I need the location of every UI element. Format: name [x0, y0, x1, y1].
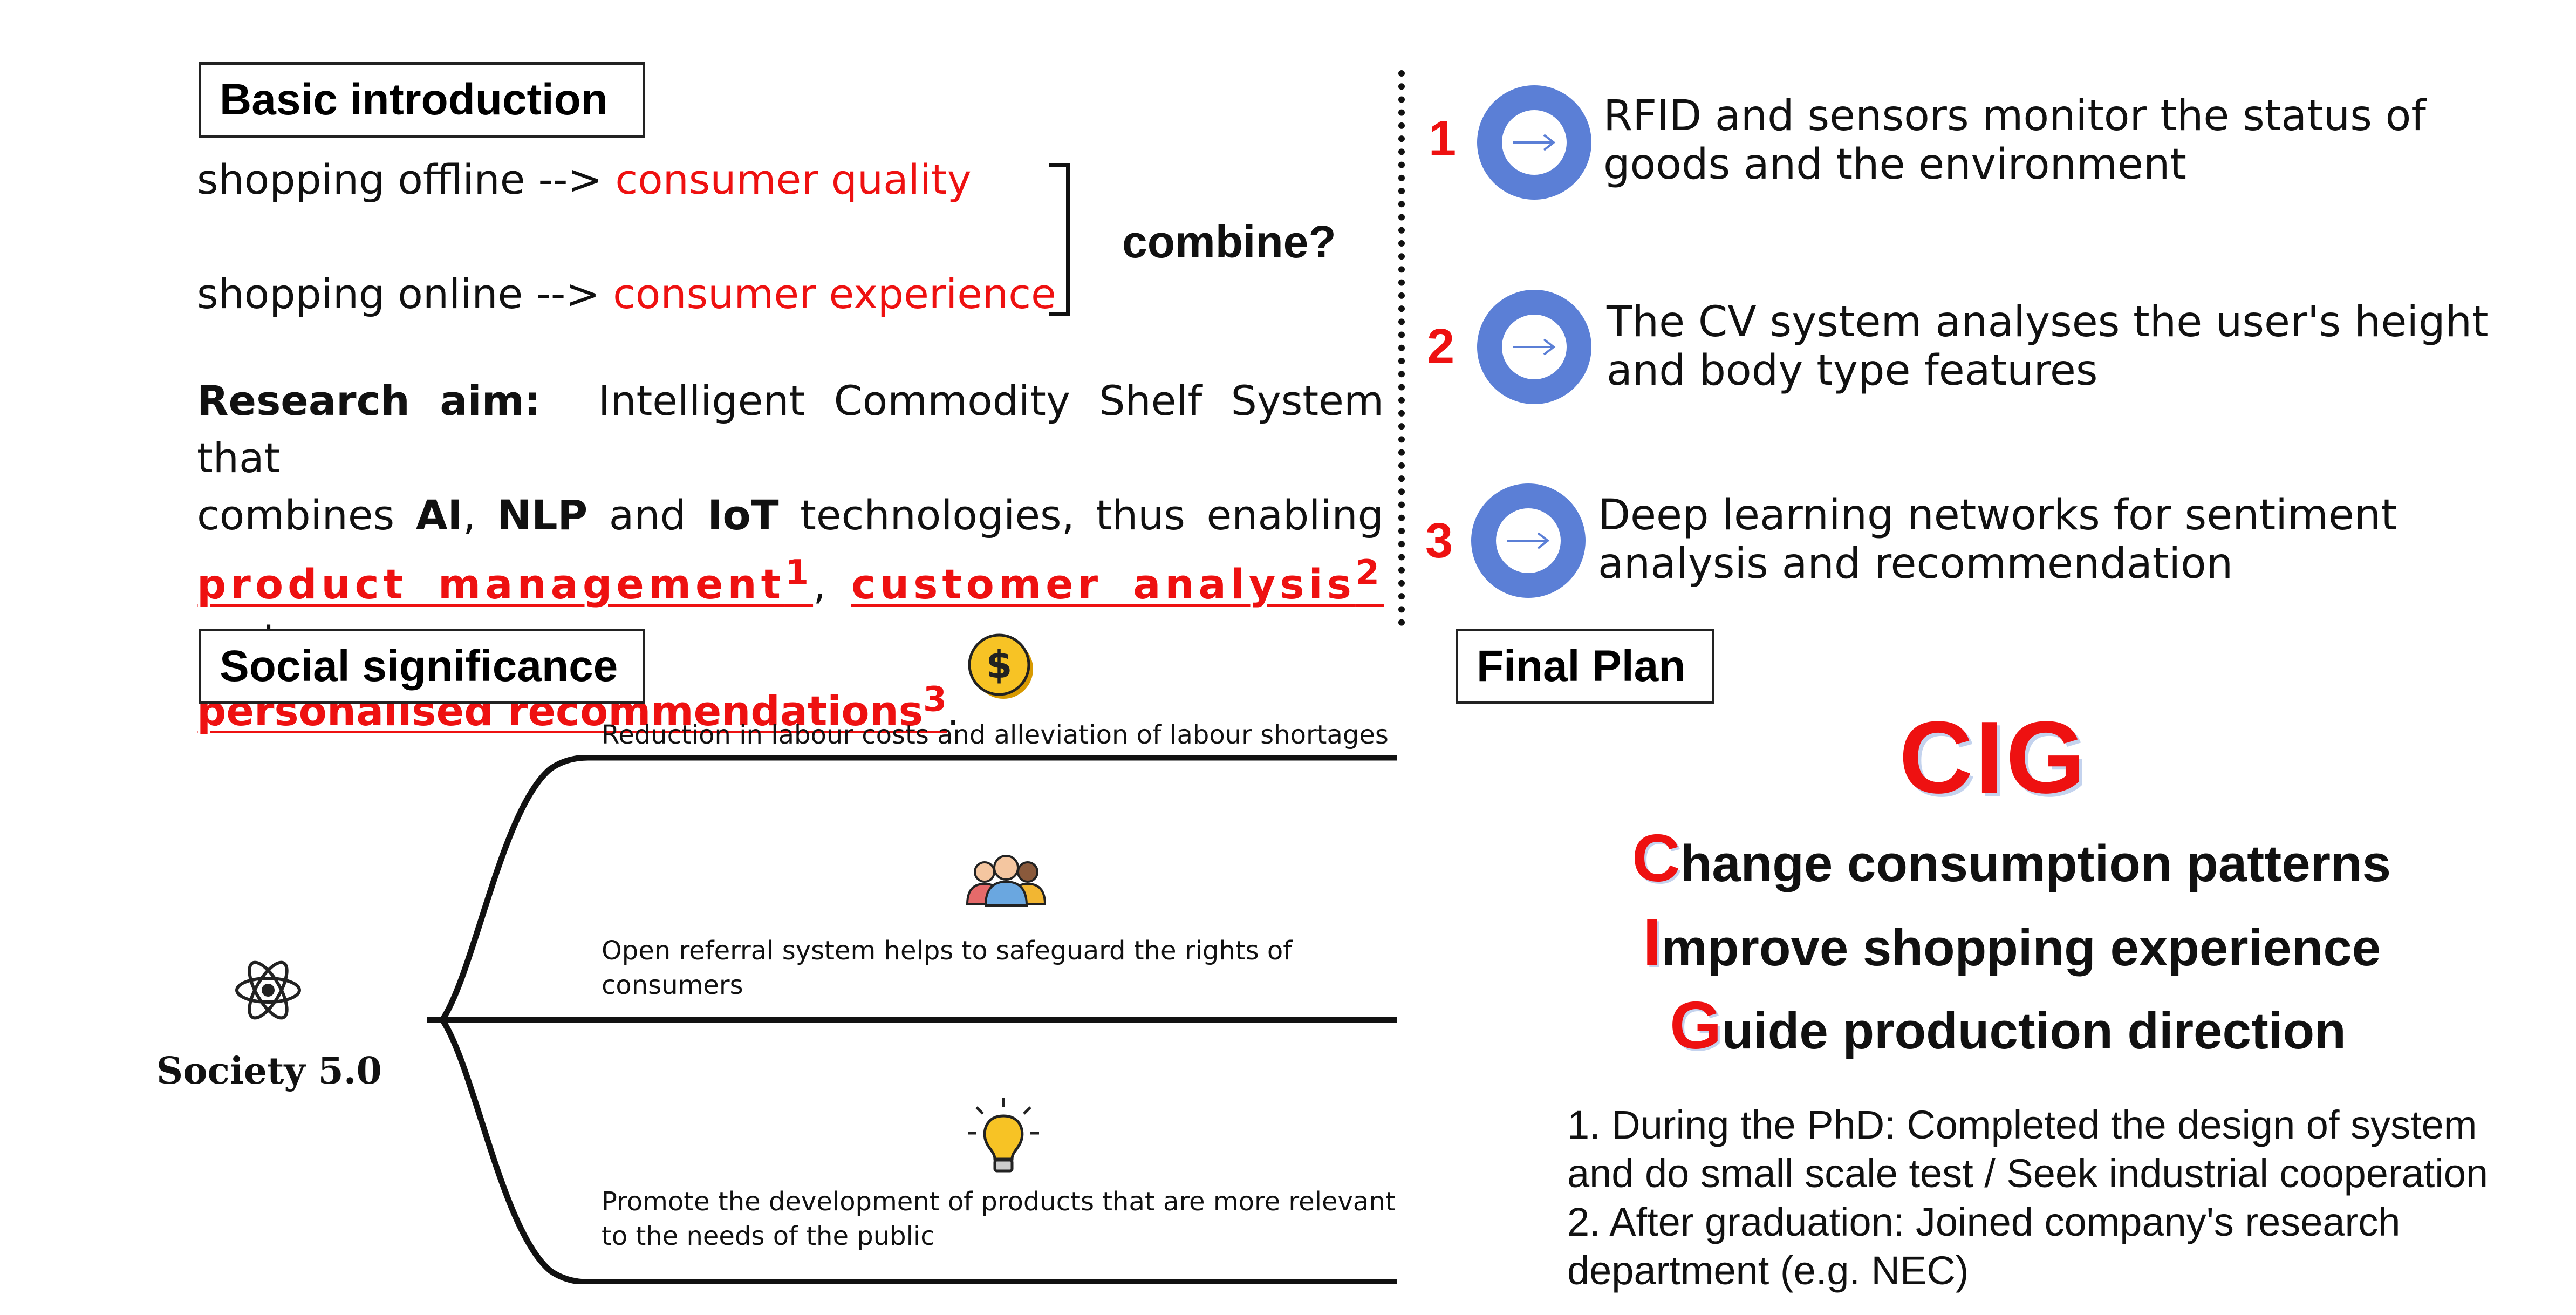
step-circle-2 — [1477, 290, 1591, 404]
customer-analysis-term: customer analysis2 — [851, 553, 1384, 609]
svg-text:$: $ — [986, 643, 1013, 687]
cig-line-improve: Improve shopping experience — [1643, 905, 2381, 980]
basic-introduction-heading: Basic introduction — [199, 62, 645, 138]
branch-text-products: Promote the development of products that… — [602, 1187, 1396, 1251]
arrow-right-icon — [1513, 338, 1556, 356]
plan-steps: 1. During the PhD: Completed the design … — [1567, 1102, 2489, 1293]
branch-text-labour: Reduction in labour costs and alleviatio… — [602, 720, 1389, 750]
research-aim: Research aim: Intelligent Commodity Shel… — [197, 377, 1384, 735]
final-plan-heading: Final Plan — [1456, 629, 1714, 704]
step-number-2: 2 — [1427, 319, 1455, 374]
arrow-right-icon — [1507, 532, 1550, 549]
step-text-1: RFID and sensors monitor the status of g… — [1603, 92, 2426, 189]
step-text-2: The CV system analyses the user's height… — [1607, 298, 2489, 395]
dotted-divider — [1398, 70, 1405, 626]
tree-connector — [427, 755, 1397, 1284]
people-group-icon — [966, 855, 1047, 907]
dollar-coin-icon: $ — [968, 633, 1033, 699]
society-label: Society 5.0 — [156, 1050, 382, 1093]
atom-icon — [235, 960, 301, 1020]
cig-line-change: Change consumption patterns — [1632, 821, 2391, 896]
social-significance-heading: Social significance — [199, 629, 645, 704]
cig-acronym: CIG — [1899, 700, 2088, 815]
branch-text-referral: Open referral system helps to safeguard … — [602, 936, 1293, 1000]
step-number-3: 3 — [1425, 513, 1453, 568]
offline-row: shopping offline --> consumer quality — [197, 155, 972, 203]
product-management-term: product management1 — [197, 553, 814, 609]
combine-label: combine? — [1122, 216, 1336, 267]
step-number-1: 1 — [1429, 111, 1457, 166]
step-circle-3 — [1471, 483, 1586, 598]
bracket — [1049, 163, 1070, 316]
step-text-3: Deep learning networks for sentiment ana… — [1598, 491, 2397, 588]
cig-line-guide: Guide production direction — [1670, 989, 2346, 1063]
online-row: shopping online --> consumer experience — [197, 270, 1056, 318]
lightbulb-icon — [968, 1098, 1039, 1173]
arrow-right-icon — [1513, 134, 1556, 151]
step-circle-1 — [1477, 85, 1591, 200]
